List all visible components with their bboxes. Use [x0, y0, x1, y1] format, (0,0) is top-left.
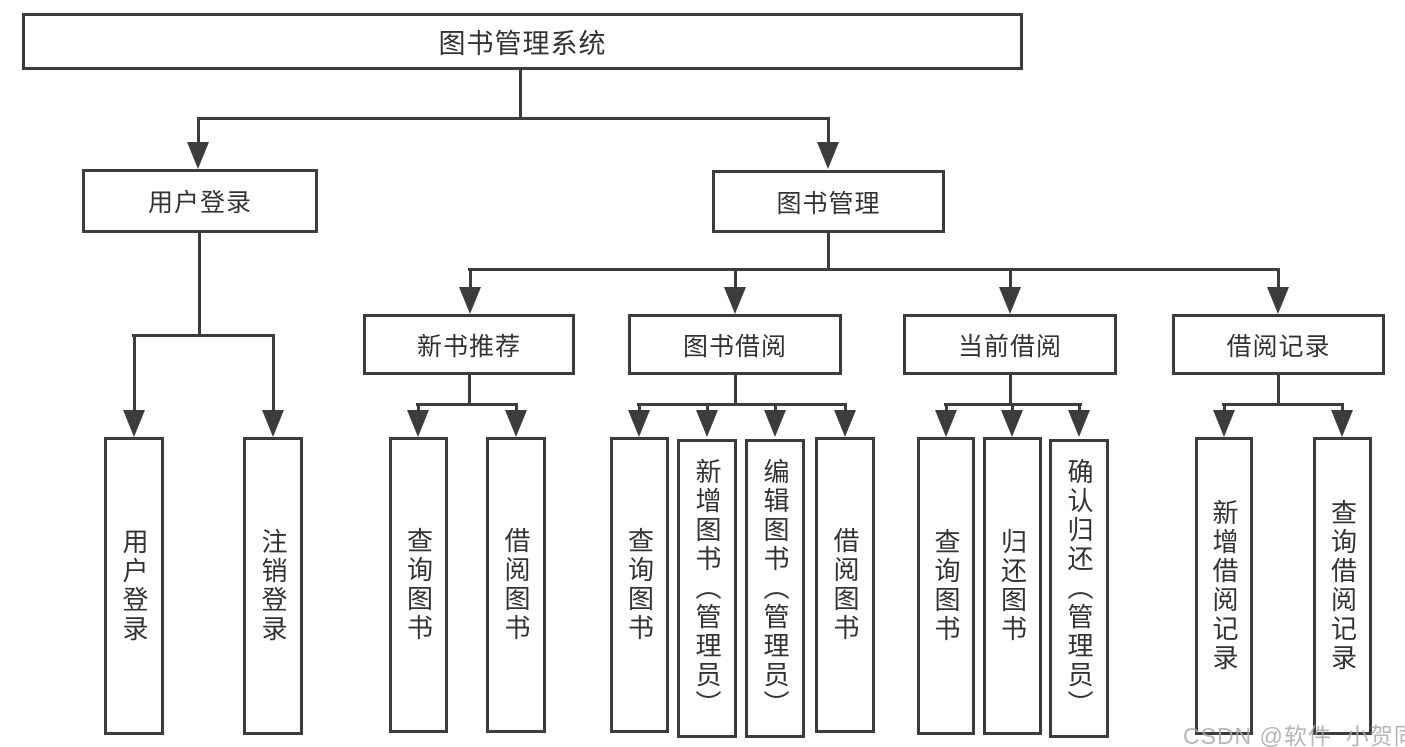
connector-stem — [1277, 270, 1280, 290]
leaf-add-borrow-record: 新增借阅记录 — [1195, 437, 1253, 735]
node-label: 新书推荐 — [416, 332, 521, 361]
connector-stub — [734, 374, 737, 406]
connector-stem — [638, 405, 641, 413]
connector-horizontal — [637, 403, 847, 406]
connector-stem — [197, 118, 200, 146]
arrow-down-icon — [724, 287, 746, 314]
node-user-login: 用户登录 — [82, 169, 318, 233]
leaf-borrow-books: 借阅图书 — [486, 437, 546, 733]
arrow-down-icon — [696, 410, 718, 437]
arrow-down-icon — [262, 410, 284, 437]
connector-stub — [1277, 374, 1280, 406]
arrow-down-icon — [764, 410, 786, 437]
connector-stem — [774, 405, 777, 413]
arrow-down-icon — [1001, 410, 1023, 437]
connector-stub — [468, 374, 471, 406]
node-label: 借阅记录 — [1226, 332, 1331, 361]
leaf-label: 借阅图书 — [830, 527, 860, 643]
arrow-down-icon — [1331, 410, 1353, 437]
node-label: 图书管理系统 — [438, 29, 607, 59]
connector-user-login-horizontal — [132, 334, 275, 337]
connector-stem — [1341, 405, 1344, 413]
connector-stem — [1009, 270, 1012, 290]
connector-stem — [1223, 405, 1226, 413]
leaf-query-books: 查询图书 — [610, 437, 669, 733]
arrow-down-icon — [817, 142, 839, 169]
leaf-label: 确认归还（管理员） — [1064, 458, 1094, 719]
arrow-down-icon — [187, 142, 209, 169]
leaf-label: 查询图书 — [403, 527, 434, 643]
node-book-management: 图书管理 — [712, 170, 945, 233]
connector-stem — [945, 405, 948, 413]
leaf-label: 查询借阅记录 — [1327, 499, 1358, 673]
connector-level1-horizontal — [197, 117, 830, 120]
arrow-down-icon — [1267, 287, 1289, 314]
arrow-down-icon — [1213, 410, 1235, 437]
connector-level3-horizontal — [468, 268, 1280, 271]
leaf-label: 查询图书 — [931, 528, 961, 644]
leaf-query-books: 查询图书 — [917, 437, 975, 735]
arrow-down-icon — [999, 287, 1021, 314]
arrow-down-icon — [628, 410, 650, 437]
leaf-label: 注销登录 — [258, 528, 288, 644]
connector-stem — [272, 336, 275, 412]
connector-stem — [469, 270, 472, 290]
arrow-down-icon — [834, 410, 856, 437]
leaf-query-borrow-record: 查询借阅记录 — [1313, 437, 1372, 735]
arrow-down-icon — [1068, 410, 1090, 437]
connector-stem — [515, 405, 518, 413]
leaf-label: 编辑图书（管理员） — [760, 458, 790, 719]
node-borrowing-records: 借阅记录 — [1172, 314, 1385, 375]
leaf-add-books-admin: 新增图书（管理员） — [677, 439, 737, 738]
leaf-confirm-return-admin: 确认归还（管理员） — [1049, 439, 1109, 738]
connector-stem — [706, 405, 709, 413]
node-current-borrowing: 当前借阅 — [903, 314, 1117, 375]
connector-stem — [417, 405, 420, 413]
connector-horizontal — [416, 403, 518, 406]
arrow-down-icon — [407, 410, 429, 437]
node-label: 当前借阅 — [957, 332, 1062, 361]
node-label: 图书管理 — [776, 189, 881, 218]
connector-horizontal — [1222, 403, 1344, 406]
leaf-edit-books-admin: 编辑图书（管理员） — [745, 439, 805, 738]
leaf-label: 归还图书 — [997, 528, 1028, 644]
node-book-borrowing: 图书借阅 — [628, 314, 842, 375]
leaf-label: 新增图书（管理员） — [692, 458, 722, 719]
leaf-user-login: 用户登录 — [104, 437, 164, 735]
leaf-query-books: 查询图书 — [389, 437, 448, 733]
connector-stem — [844, 405, 847, 413]
node-new-book-recommend: 新书推荐 — [363, 314, 575, 375]
leaf-logout: 注销登录 — [243, 437, 303, 735]
node-library-management-system: 图书管理系统 — [22, 13, 1023, 70]
connector-stem — [1078, 405, 1081, 413]
leaf-label: 新增借阅记录 — [1209, 499, 1239, 673]
leaf-label: 查询图书 — [624, 527, 655, 643]
node-label: 用户登录 — [147, 189, 252, 217]
arrow-down-icon — [459, 287, 481, 314]
connector-horizontal — [944, 403, 1082, 406]
connector-stem — [734, 270, 737, 290]
leaf-borrow-books: 借阅图书 — [815, 437, 875, 733]
connector-user-login-stub — [198, 232, 201, 336]
node-label: 图书借阅 — [682, 332, 787, 361]
connector-root-stub — [519, 69, 522, 118]
connector-stem — [133, 336, 136, 412]
leaf-return-books: 归还图书 — [983, 437, 1042, 735]
arrow-down-icon — [505, 410, 527, 437]
leaf-label: 借阅图书 — [501, 527, 531, 643]
connector-stem — [827, 118, 830, 146]
connector-stem — [1011, 405, 1014, 413]
arrow-down-icon — [935, 410, 957, 437]
leaf-label: 用户登录 — [119, 528, 149, 644]
connector-stub — [1009, 374, 1012, 406]
csdn-watermark: CSDN @软件_小贺同学 — [1183, 723, 1405, 747]
arrow-down-icon — [123, 410, 145, 437]
connector-book-mgmt-stub — [827, 233, 830, 271]
